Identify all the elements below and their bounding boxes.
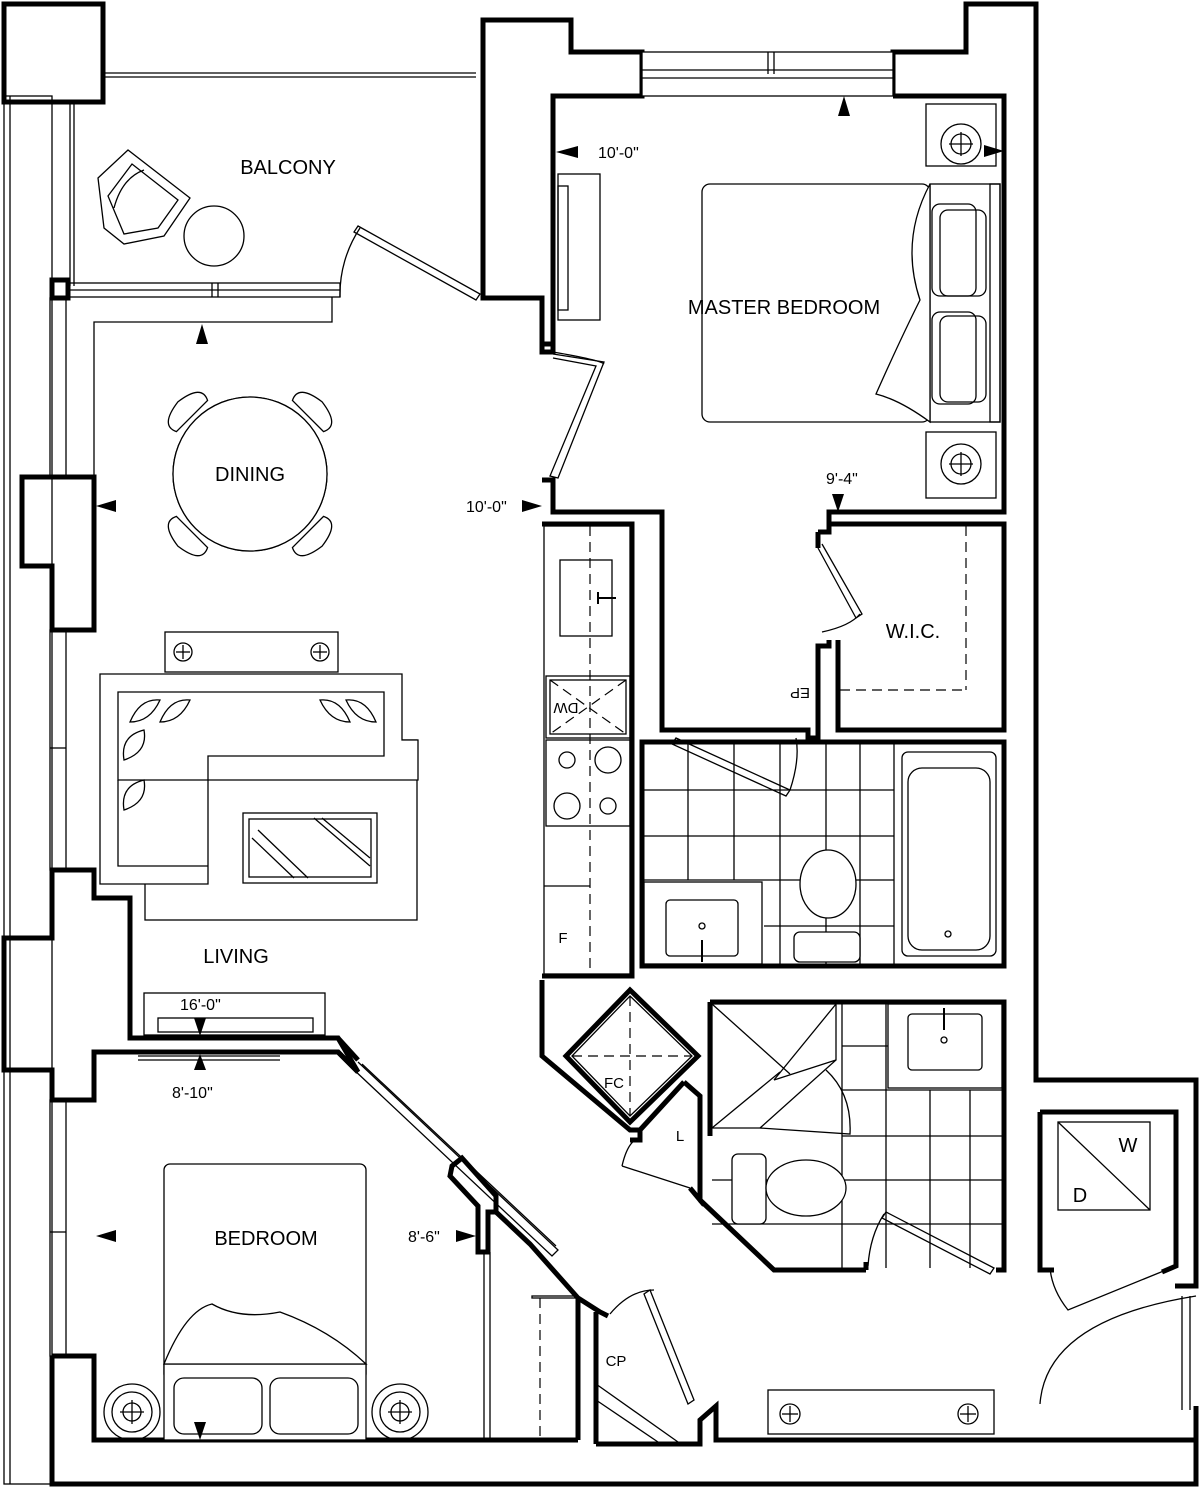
- room-label-balcony: BALCONY: [240, 157, 336, 179]
- main-bathroom: [639, 737, 1007, 969]
- fixture-label-w: W: [1119, 1135, 1138, 1157]
- arrow-up-icon: [194, 1054, 206, 1070]
- fixture-label-ep: EP: [790, 684, 810, 701]
- dining-table-icon: [167, 391, 333, 557]
- fixture-label-d: D: [1073, 1185, 1087, 1207]
- washer-dryer-icon: [1057, 1121, 1151, 1211]
- dimension-bedroom-depth: 8'-6": [408, 1229, 440, 1246]
- dishwasher-icon: [545, 675, 631, 739]
- coffee-table-icon: [242, 812, 378, 884]
- balcony: BALCONY: [49, 72, 481, 301]
- arrow-up-icon: [838, 96, 850, 116]
- living-area: LIVING: [99, 631, 419, 1036]
- dimension-master-depth: 10'-0": [466, 499, 507, 516]
- media-unit: [143, 992, 326, 1036]
- dimension-bedroom-width: 8'-10": [172, 1085, 213, 1102]
- arrow-right-icon: [984, 145, 1004, 157]
- arrow-right-icon: [456, 1230, 476, 1242]
- master-bedroom: MASTER BEDROOM: [539, 51, 1001, 741]
- arrow-down-icon: [194, 1018, 206, 1036]
- bathtub-icon: [901, 751, 997, 957]
- room-label-bedroom: BEDROOM: [214, 1228, 317, 1250]
- laundry: W D: [1037, 1109, 1179, 1311]
- dimension-master-width: 10'-0": [598, 145, 639, 162]
- balcony-table-icon: [183, 205, 245, 267]
- sectional-sofa-icon: [99, 673, 419, 885]
- toilet-icon: [731, 1153, 847, 1225]
- lamp-icon: [957, 1403, 979, 1425]
- room-label-wic: W.I.C.: [886, 621, 940, 643]
- room-label-master-bedroom: MASTER BEDROOM: [688, 297, 880, 319]
- arrow-right-icon: [522, 500, 542, 512]
- fixture-label-cp: CP: [606, 1353, 627, 1370]
- arrow-up-icon: [196, 324, 208, 344]
- room-label-living: LIVING: [203, 946, 269, 968]
- dimension-living-width: 16'-0": [180, 997, 221, 1014]
- fixture-label-fc: FC: [604, 1075, 624, 1092]
- nightstand-lamp-icon: [925, 103, 997, 167]
- arrow-left-icon: [96, 1230, 116, 1242]
- foyer-closets: FC L: [539, 980, 866, 1273]
- arrow-down-icon: [194, 1422, 206, 1440]
- toilet-icon: [793, 849, 861, 963]
- lamp-icon: [310, 642, 330, 662]
- cooktop-icon: [545, 739, 631, 827]
- dresser: [557, 173, 601, 321]
- nightstand-lamp-icon: [371, 1383, 429, 1441]
- dining-area: DINING: [93, 297, 333, 557]
- entry: CP: [593, 1289, 1199, 1447]
- walk-in-closet: W.I.C. EP: [790, 521, 1007, 733]
- master-bed-icon: [701, 183, 1001, 424]
- bedroom: BEDROOM: [94, 1036, 610, 1441]
- arrow-left-icon: [96, 500, 116, 512]
- shower-icon: [711, 1003, 851, 1135]
- fixture-label-f: F: [558, 930, 567, 947]
- fixture-label-l: L: [676, 1128, 684, 1145]
- arrow-left-icon: [556, 146, 578, 158]
- dimension-master-wall: 9'-4": [826, 471, 858, 488]
- entry-bench: [767, 1389, 995, 1435]
- dimension-markers: [96, 96, 1004, 1440]
- fixture-label-dw: DW: [553, 699, 579, 716]
- second-bathroom: [707, 999, 1007, 1275]
- nightstand-lamp-icon: [103, 1383, 161, 1441]
- room-label-dining: DINING: [215, 464, 285, 486]
- kitchen: DW F: [542, 521, 635, 979]
- nightstand-lamp-icon: [925, 431, 997, 499]
- arrow-down-icon: [832, 494, 844, 512]
- lamp-icon: [173, 642, 193, 662]
- left-window-wall: [3, 95, 67, 1485]
- furnace-closet: [562, 986, 702, 1126]
- lamp-icon: [779, 1403, 801, 1425]
- balcony-chair-icon: [97, 149, 191, 245]
- bed-icon: [163, 1163, 368, 1441]
